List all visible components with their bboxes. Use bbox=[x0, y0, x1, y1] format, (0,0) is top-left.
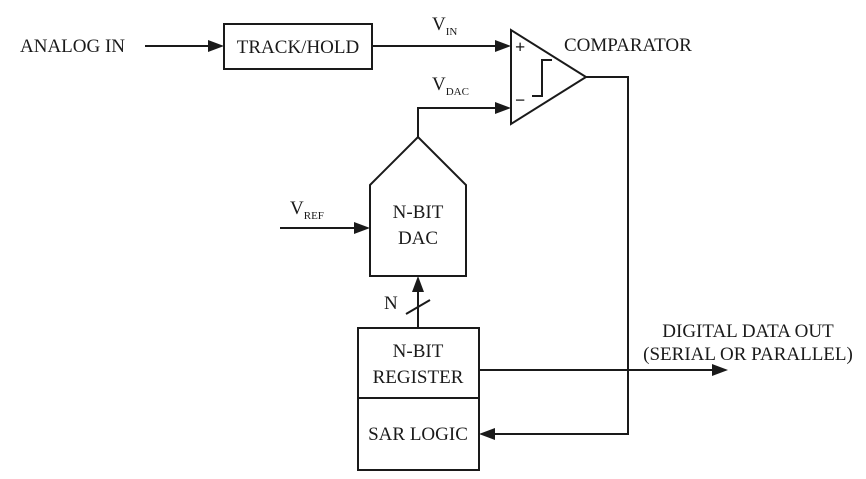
vin-arrowhead bbox=[495, 40, 511, 52]
data-out-label-line1: DIGITAL DATA OUT bbox=[662, 321, 834, 342]
bus-width-slash bbox=[405, 299, 431, 315]
feedback-arrowhead bbox=[479, 428, 495, 440]
vdac-arrowhead bbox=[495, 102, 511, 114]
comparator-minus-sign: − bbox=[515, 90, 525, 110]
dac-label-line2: DAC bbox=[398, 228, 438, 249]
bus-arrowhead bbox=[412, 276, 424, 292]
vin-label: VIN bbox=[432, 14, 457, 38]
track-hold-label: TRACK/HOLD bbox=[237, 37, 359, 58]
comparator-step-icon bbox=[532, 59, 552, 97]
comparator-label: COMPARATOR bbox=[564, 35, 692, 56]
data-out-label-line2: (SERIAL OR PARALLEL) bbox=[643, 344, 853, 365]
sar-logic-label: SAR LOGIC bbox=[368, 424, 468, 445]
data-out-arrowhead bbox=[712, 364, 728, 376]
vdac-wire bbox=[417, 107, 496, 137]
dac-label-line1: N-BIT bbox=[393, 202, 444, 223]
register-label-line2: REGISTER bbox=[373, 367, 464, 388]
comparator-plus-sign: + bbox=[515, 37, 525, 57]
dac-block bbox=[369, 135, 467, 277]
bus-width-label: N bbox=[384, 293, 398, 314]
vref-arrowhead bbox=[354, 222, 370, 234]
analog-in-arrowhead bbox=[208, 40, 224, 52]
analog-in-label: ANALOG IN bbox=[20, 36, 125, 57]
vdac-label: VDAC bbox=[432, 74, 469, 98]
comparator-symbol bbox=[510, 28, 588, 126]
register-label-line1: N-BIT bbox=[393, 341, 444, 362]
comparator-feedback-wire bbox=[495, 76, 629, 435]
vref-label: VREF bbox=[290, 198, 324, 222]
